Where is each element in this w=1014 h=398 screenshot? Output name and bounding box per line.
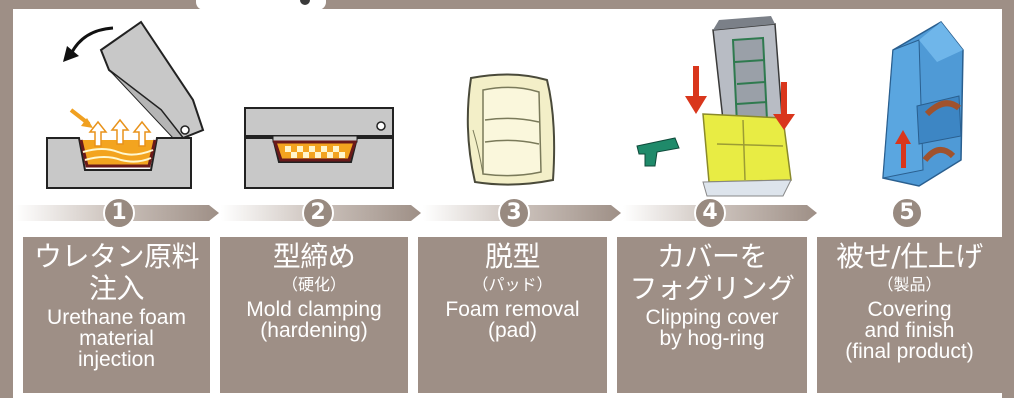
step-5-jp-title: 被せ/仕上げ — [836, 240, 983, 273]
step-5-en-title: Covering and finish (final product) — [845, 298, 974, 363]
frame-right-border — [1002, 0, 1014, 398]
illustration-row — [13, 10, 1002, 200]
clamped-mold-illustration — [244, 107, 394, 189]
step-4-number: 4 — [694, 197, 726, 229]
step-4-jp-title: カバーを フォグリング — [629, 240, 795, 305]
step-2-label-box: 型締め （硬化） Mold clamping (hardening) — [220, 237, 408, 393]
frame-left-border — [0, 0, 13, 398]
step-4-en-title: Clipping cover by hog-ring — [645, 306, 779, 350]
step-2-en-title: Mold clamping (hardening) — [246, 298, 382, 342]
step-3-jp-title: 脱型 — [484, 240, 541, 273]
frame-top-border — [0, 0, 1014, 9]
seat-cover-illustration — [636, 16, 795, 197]
step-2-jp-title: 型締め — [272, 240, 356, 273]
injection-mold-illustration — [46, 20, 205, 189]
step-1-label-box: ウレタン原料 注入 Urethane foam material injecti… — [23, 237, 210, 393]
step-4-label-box: カバーを フォグリング Clipping cover by hog-ring — [617, 237, 807, 393]
step-5-jp-subtitle: （製品） — [877, 275, 942, 294]
step-2-jp-subtitle: （硬化） — [281, 275, 346, 294]
step-1-jp-title: ウレタン原料 注入 — [33, 240, 200, 305]
step-3-number: 3 — [498, 197, 530, 229]
header-tab — [196, 0, 326, 10]
step-3-label-box: 脱型 （パッド） Foam removal (pad) — [418, 237, 607, 393]
step-1-en-title: Urethane foam material injection — [47, 306, 186, 371]
finished-seat-illustration — [882, 21, 964, 187]
step-3-jp-subtitle: （パッド） — [472, 275, 553, 294]
step-2-number: 2 — [302, 197, 334, 229]
header-tab-mark — [300, 0, 310, 5]
step-5-number: 5 — [891, 197, 923, 229]
step-3-en-title: Foam removal (pad) — [445, 298, 580, 342]
step-1-number: 1 — [103, 197, 135, 229]
foam-pad-illustration — [466, 73, 556, 186]
step-5-label-box: 被せ/仕上げ （製品） Covering and finish (final p… — [817, 237, 1002, 393]
